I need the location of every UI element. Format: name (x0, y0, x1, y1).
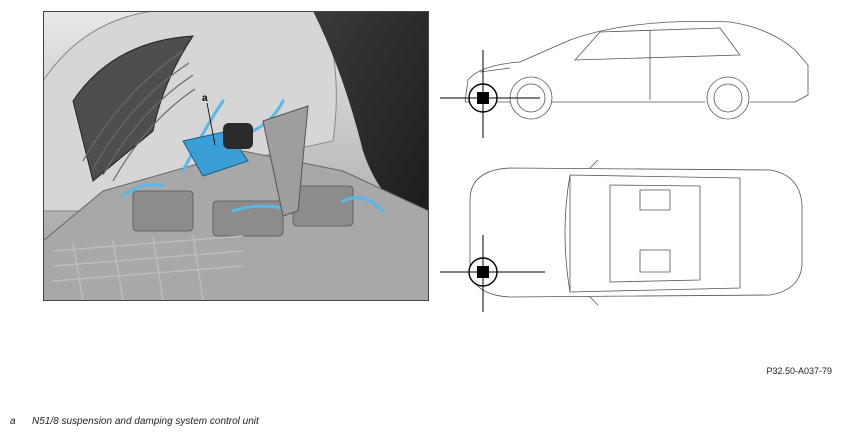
vehicle-top-view (469, 159, 803, 306)
engine-compartment-illustration: a (43, 11, 429, 301)
legend-key: a (10, 416, 16, 427)
legend-text: N51/8 suspension and damping system cont… (32, 416, 259, 427)
legend: a N51/8 suspension and damping system con… (10, 416, 259, 427)
callout-label-a: a (202, 93, 208, 104)
vehicle-location-views (440, 20, 809, 312)
location-marker-top (440, 235, 545, 312)
location-marker-side (440, 50, 540, 138)
vehicle-side-view (464, 20, 809, 120)
figure-code: P32.50-A037-79 (766, 366, 832, 376)
